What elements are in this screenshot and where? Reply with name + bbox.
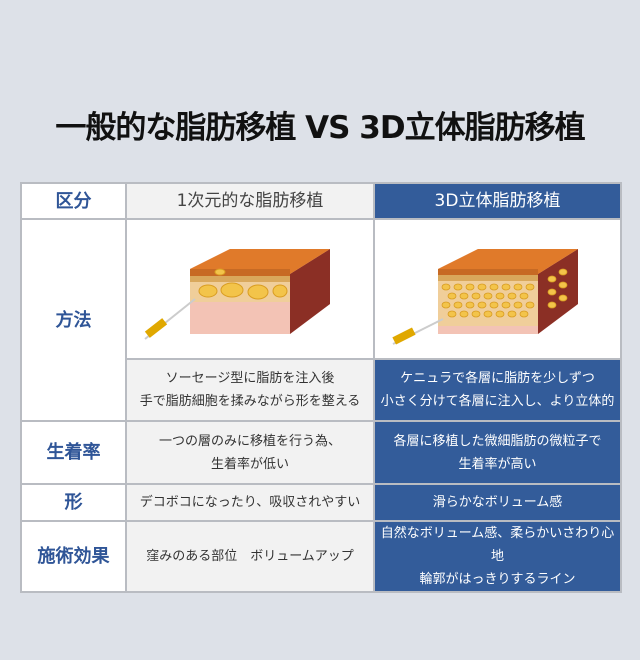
table-header-row: 区分 1次元的な脂肪移植 3D立体脂肪移植 bbox=[20, 182, 622, 220]
shape-conventional: デコボコになったり、吸収されやすい bbox=[125, 483, 375, 522]
comparison-table: 区分 1次元的な脂肪移植 3D立体脂肪移植 方法 bbox=[20, 182, 622, 593]
method-3d: ケニュラで各層に脂肪を少しずつ小さく分けて各層に注入し、より立体的 bbox=[373, 358, 622, 422]
skin-layer-illustration-3d bbox=[391, 249, 578, 345]
header-3d: 3D立体脂肪移植 bbox=[373, 182, 622, 220]
survival-conventional: 一つの層のみに移植を行う為、生着率が低い bbox=[125, 420, 375, 485]
skin-layer-illustration-conventional bbox=[144, 249, 330, 340]
table-row: 方法 bbox=[20, 218, 622, 422]
method-conventional: ソーセージ型に脂肪を注入後手で脂肪細胞を揉みながら形を整える bbox=[125, 358, 375, 422]
row-label-effect: 施術効果 bbox=[20, 520, 127, 593]
3d-illustration bbox=[373, 218, 622, 360]
page-title: 一般的な脂肪移植 VS 3D立体脂肪移植 bbox=[55, 110, 585, 146]
header-conventional: 1次元的な脂肪移植 bbox=[125, 182, 375, 220]
effect-3d: 自然なボリューム感、柔らかいさわり心地輪郭がはっきりするライン bbox=[373, 520, 622, 593]
cell-line: 生着率が低い bbox=[210, 456, 289, 472]
cell-line: 一つの層のみに移植を行う為、 bbox=[158, 433, 341, 449]
effect-conventional: 窪みのある部位 ボリュームアップ bbox=[125, 520, 375, 593]
table-row: ソーセージ型に脂肪を注入後手で脂肪細胞を揉みながら形を整える ケニュラで各層に脂… bbox=[21, 358, 622, 422]
conventional-illustration bbox=[125, 218, 375, 360]
table-row: 形 デコボコになったり、吸収されやすい 滑らかなボリューム感 bbox=[20, 483, 622, 522]
cell-line: ケニュラで各層に脂肪を少しずつ bbox=[400, 371, 595, 386]
cell-line: ソーセージ型に脂肪を注入後 bbox=[165, 371, 335, 386]
cell-line: 各層に移植した微細脂肪の微粒子で bbox=[393, 433, 602, 449]
row-label-shape: 形 bbox=[20, 483, 127, 522]
cell-line: 小さく分けて各層に注入し、より立体的 bbox=[380, 394, 615, 409]
cell-line: 輪郭がはっきりするライン bbox=[419, 572, 576, 587]
cell-line: 生着率が高い bbox=[458, 456, 537, 472]
table-row: 施術効果 窪みのある部位 ボリュームアップ 自然なボリューム感、柔らかいさわり心… bbox=[20, 520, 622, 593]
cell-line: 自然なボリューム感、柔らかいさわり心地 bbox=[380, 526, 615, 564]
cell-line: 手で脂肪細胞を揉みながら形を整える bbox=[139, 394, 361, 409]
header-label: 区分 bbox=[20, 182, 127, 220]
table-row: 生着率 一つの層のみに移植を行う為、生着率が低い 各層に移植した微細脂肪の微粒子… bbox=[20, 420, 622, 485]
survival-3d: 各層に移植した微細脂肪の微粒子で生着率が高い bbox=[373, 420, 622, 485]
shape-3d: 滑らかなボリューム感 bbox=[373, 483, 622, 522]
row-label-survival-rate: 生着率 bbox=[20, 420, 127, 485]
row-label-method: 方法 bbox=[20, 218, 127, 422]
